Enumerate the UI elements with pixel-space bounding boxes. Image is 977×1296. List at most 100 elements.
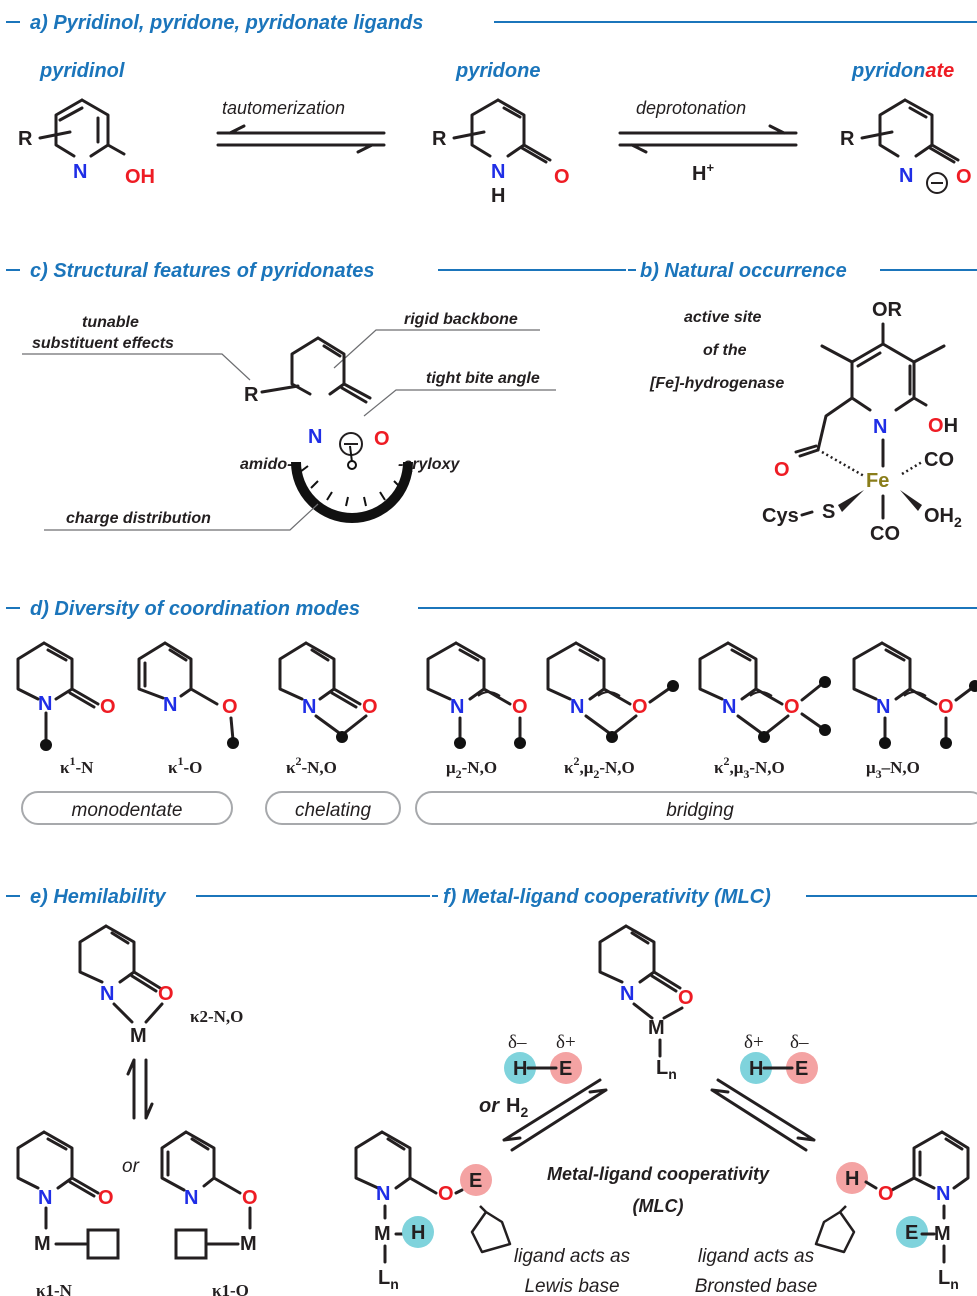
monodentate-pill [21,791,233,825]
svg-text:CO: CO [870,523,900,545]
mode-label-k1-o: κ1-O [168,754,202,777]
section-b: b) Natural occurrence active site of the… [628,260,977,545]
rigid-leader [333,329,540,369]
left-delta-plus: δ+ [556,1032,576,1053]
proton-label: H+ [692,160,714,185]
svg-text:O: O [100,696,116,718]
chelating-label: chelating [295,800,371,821]
deprotonation-label: deprotonation [636,98,746,118]
section-f-title: f) Metal-ligand cooperativity (MLC) [443,886,771,908]
svg-text:O: O [438,1183,454,1205]
svg-text:Cys: Cys [762,505,799,527]
svg-text:O: O [678,987,694,1009]
mode-mu3-structure: N O [852,641,977,749]
pyridonate-core: R N O [244,336,390,456]
active-site-line-2: of the [703,342,747,359]
svg-text:E: E [559,1058,572,1080]
svg-text:H: H [749,1058,763,1080]
left-h-e-reagent: δ– δ+ H E or H2 [479,1032,582,1120]
svg-text:O: O [362,696,378,718]
svg-text:R: R [244,384,259,406]
svg-text:M: M [648,1017,665,1039]
svg-text:M: M [374,1223,391,1245]
pyridone-label: pyridone [455,60,540,82]
svg-text:H: H [411,1222,425,1244]
svg-text:O: O [632,696,648,718]
svg-text:CO: CO [924,449,954,471]
svg-text:Ln: Ln [656,1057,677,1082]
tunable-label-1: tunable [82,314,139,331]
section-b-title: b) Natural occurrence [640,260,847,282]
monodentate-label: monodentate [72,800,183,821]
hemilabile-k1n-label: κ1-N [36,1281,73,1296]
mode-label-mu3-n-o: μ3–N,O [866,758,920,781]
pyridonate-label: pyridonate [851,60,954,82]
right-role-line-1: ligand acts as [698,1246,815,1267]
mode-k1-o-structure: N O [137,641,239,749]
hemilabile-k1n-structure: N O M [16,1130,120,1260]
right-delta-plus: δ+ [744,1032,764,1053]
right-mlc-arrows [710,1078,816,1152]
svg-text:O: O [242,1187,258,1209]
mode-k2-mu2-structure: N O [546,641,679,743]
mode-k1-n-structure: N O [16,641,116,751]
svg-text:N: N [899,165,913,187]
svg-text:S: S [822,501,835,523]
svg-text:N: N [873,416,887,438]
section-a-title: a) Pyridinol, pyridone, pyridonate ligan… [30,12,423,34]
svg-text:OR: OR [872,299,903,321]
svg-text:N: N [308,426,322,448]
right-role-line-2: Bronsted base [695,1276,818,1296]
mode-mu2-structure: N O [426,641,528,749]
pyridone-structure: R N H O [432,98,570,207]
svg-text:N: N [491,161,505,183]
bite-leader [363,389,556,417]
svg-text:O: O [938,696,954,718]
charge-distribution-label: charge distribution [66,510,211,527]
svg-text:Ln: Ln [938,1267,959,1292]
right-h-e-reagent: δ+ δ– H E [740,1032,818,1084]
mlc-center-subtitle: (MLC) [633,1196,684,1216]
tautomerization-arrows: tautomerization [216,98,386,154]
right-delta-minus: δ– [790,1032,809,1053]
section-c-title: c) Structural features of pyridonates [30,260,375,282]
tautomerization-label: tautomerization [222,98,345,118]
section-a: a) Pyridinol, pyridone, pyridonate ligan… [6,12,977,207]
h2-label: H2 [506,1095,528,1120]
svg-text:E: E [795,1058,808,1080]
mode-label-mu2-n-o: μ2-N,O [446,758,497,781]
charge-leader [44,503,319,531]
active-site-line-3: [Fe]-hydrogenase [649,375,784,392]
section-e: e) Hemilability N O M κ2-N,O N O M or N [6,886,430,1296]
svg-text:O: O [784,696,800,718]
svg-text:E: E [469,1170,482,1192]
svg-text:R: R [840,128,855,150]
svg-text:N: N [936,1183,950,1205]
svg-text:O: O [774,459,790,481]
svg-text:O: O [512,696,528,718]
svg-text:N: N [570,696,584,718]
mode-label-k2-n-o: κ2-N,O [286,754,337,777]
svg-text:O: O [222,696,238,718]
rigid-backbone-label: rigid backbone [404,311,518,328]
svg-text:N: N [376,1183,390,1205]
mode-label-k2-mu3-n-o: κ2,μ3-N,O [714,754,785,781]
svg-text:N: N [876,696,890,718]
svg-text:O: O [956,166,972,188]
amido-label: amido- [240,456,292,473]
mlc-left-product: N O E M H Ln [354,1130,512,1292]
svg-text:H: H [845,1168,859,1190]
svg-text:N: N [302,696,316,718]
bite-angle-label: tight bite angle [426,370,540,387]
left-role-line-1: ligand acts as [514,1246,631,1267]
section-d-title: d) Diversity of coordination modes [30,598,360,620]
or-h2-label: or [479,1095,500,1117]
section-e-title: e) Hemilability [30,886,166,908]
active-site-line-1: active site [684,309,761,326]
pyridonate-structure: R N O [840,98,972,194]
pyridinol-label: pyridinol [39,60,125,82]
section-c: c) Structural features of pyridonates tu… [6,260,626,531]
svg-text:OH: OH [928,415,958,437]
svg-text:R: R [432,128,447,150]
